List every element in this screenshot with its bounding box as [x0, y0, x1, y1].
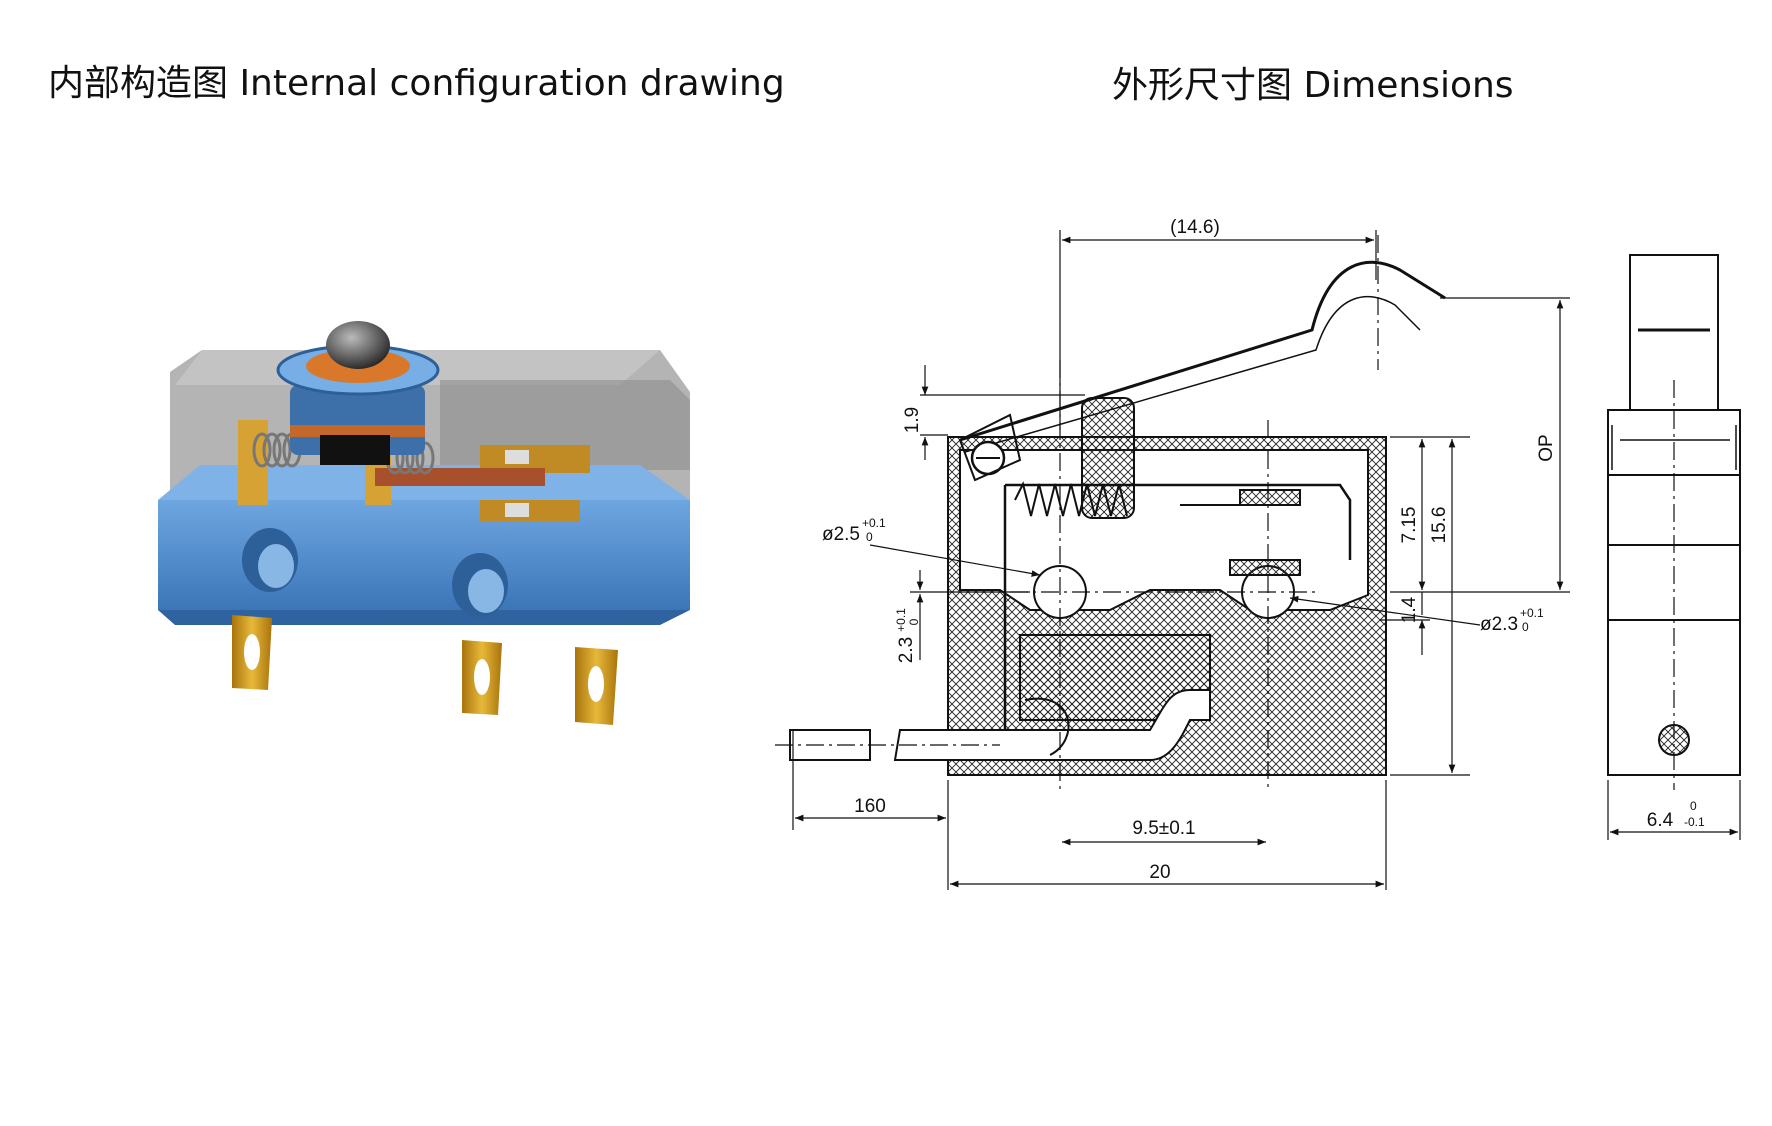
internal-drawing-title: 内部构造图 Internal configuration drawing: [48, 63, 785, 104]
dim-op: OP: [1536, 434, 1557, 461]
dim-thickness-tol-lo: -0.1: [1684, 815, 1705, 829]
dim-width: 20: [1149, 862, 1170, 883]
dim-thickness-tol-up: 0: [1690, 799, 1697, 813]
internal-configuration-drawing: [158, 321, 690, 725]
actuator-lever: [959, 260, 1446, 442]
dim-pitch: 9.5±0.1: [1132, 818, 1195, 839]
dimensions-front-view: [775, 235, 1446, 790]
blue-base: [158, 500, 690, 610]
dim-lever-height: 1.9: [902, 407, 923, 433]
dim-hole-right-tol-lo: 0: [1522, 620, 1529, 634]
dim-thickness: 6.4: [1647, 810, 1674, 831]
plunger-ball: [326, 321, 390, 369]
terminals: [232, 615, 618, 725]
dim-hole-left: ø2.5: [822, 524, 860, 545]
dim-offset-tol-lo: 0: [907, 618, 921, 625]
dim-hole-left-tol-lo: 0: [866, 530, 873, 544]
dim-height-14: 1.4: [1399, 596, 1420, 623]
dim-hole-right-tol-up: +0.1: [1520, 606, 1544, 620]
dimension-lines: [792, 230, 1570, 890]
dim-hole-right: ø2.3: [1480, 614, 1518, 635]
dim-hole-left-tol-up: +0.1: [862, 516, 886, 530]
dim-offset: 2.3: [896, 637, 917, 663]
dim-wire-length: 160: [854, 796, 886, 817]
dimension-labels: (14.6) 1.9 OP 7.15 15.6 1.4 ø2.5 +0.1 0 …: [822, 217, 1705, 883]
dim-lever-reach: (14.6): [1170, 217, 1220, 238]
dim-height-156: 15.6: [1429, 507, 1450, 544]
dimensions-side-view: [1607, 254, 1741, 840]
dim-offset-tol-up: +0.1: [894, 608, 908, 632]
dim-height-715: 7.15: [1399, 507, 1420, 544]
dimensions-title: 外形尺寸图 Dimensions: [1112, 65, 1514, 106]
